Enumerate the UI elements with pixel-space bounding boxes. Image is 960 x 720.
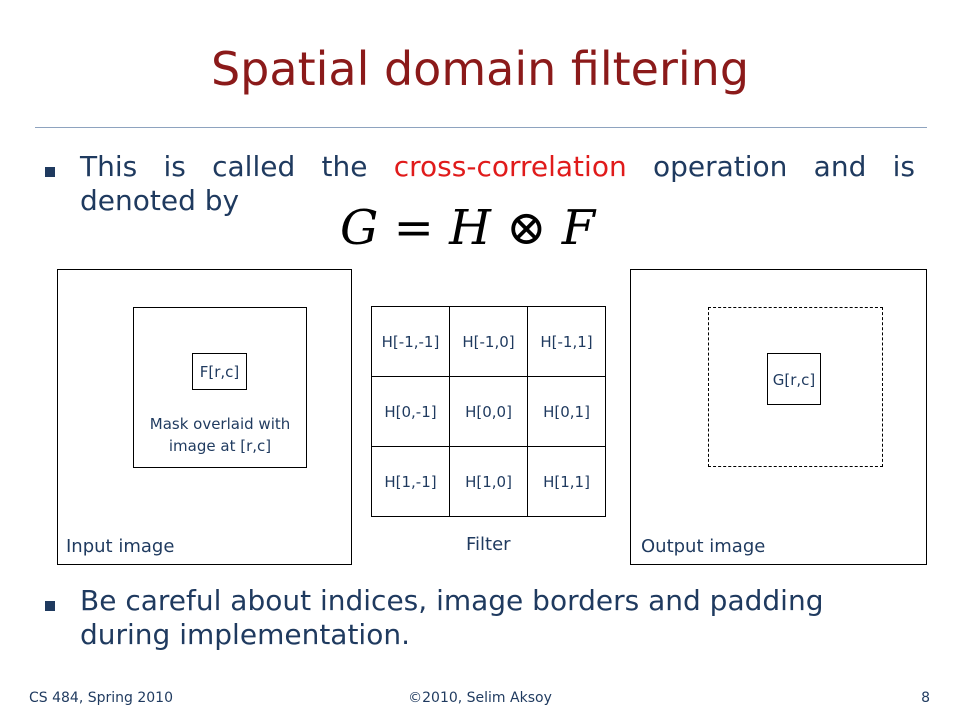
title-divider — [35, 127, 927, 128]
bullet-text-1-end: operation and is denoted by — [80, 150, 916, 217]
mask-caption: Mask overlaid with image at [r,c] — [123, 413, 317, 457]
filter-cell: H[0,1] — [527, 376, 606, 447]
formula-filter-symbol: H — [449, 200, 491, 256]
bullet-text-2: Be careful about indices, image borders … — [80, 584, 824, 651]
filter-cell: H[-1,-1] — [371, 306, 450, 377]
output-image-panel: G[r,c] Output image — [630, 269, 927, 565]
footer-course: CS 484, Spring 2010 — [29, 690, 173, 706]
bullet-marker-2 — [45, 601, 55, 611]
filter-cell: H[-1,1] — [527, 306, 606, 377]
cross-correlation-term: cross-correlation — [393, 150, 627, 183]
mask-caption-line-1: Mask overlaid with — [149, 415, 291, 433]
filter-kernel-table: H[-1,-1] H[-1,0] H[-1,1] H[0,-1] H[0,0] … — [371, 306, 606, 517]
filter-row: H[1,-1] H[1,0] H[1,1] — [371, 446, 606, 517]
formula-input-symbol: F — [561, 200, 596, 256]
input-image-panel: F[r,c] Mask overlaid with image at [r,c]… — [57, 269, 352, 565]
mask-caption-line-2: image at [r,c] — [168, 437, 272, 455]
filter-cell: H[0,-1] — [371, 376, 450, 447]
output-image-label: Output image — [641, 536, 766, 557]
slide-title: Spatial domain filtering — [210, 42, 750, 96]
output-pixel-box: G[r,c] — [767, 353, 821, 405]
output-region-dashed-box — [708, 307, 883, 467]
bullet-text-1: This is called the cross-correlation ope… — [80, 150, 915, 218]
filter-cell: H[1,0] — [449, 446, 528, 517]
formula-correlation-operator: ⊗ — [506, 200, 547, 256]
mask-overlay-box — [133, 307, 307, 468]
filter-label: Filter — [466, 534, 511, 555]
filter-row: H[-1,-1] H[-1,0] H[-1,1] — [371, 306, 606, 377]
formula-output-symbol: G — [340, 200, 379, 256]
filter-cell: H[0,0] — [449, 376, 528, 447]
filter-cell: H[-1,0] — [449, 306, 528, 377]
bullet-marker-1 — [45, 167, 55, 177]
input-image-label: Input image — [66, 536, 175, 557]
filter-cell: H[1,1] — [527, 446, 606, 517]
filter-cell: H[1,-1] — [371, 446, 450, 517]
footer-copyright: ©2010, Selim Aksoy — [408, 690, 552, 706]
page-number: 8 — [921, 690, 930, 706]
cross-correlation-formula: G = H ⊗ F — [340, 198, 630, 258]
bullet-text-1-start: This is called the — [80, 150, 394, 183]
formula-equals-sign: = — [393, 200, 434, 256]
filter-row: H[0,-1] H[0,0] H[0,1] — [371, 376, 606, 447]
input-pixel-box: F[r,c] — [192, 353, 247, 390]
